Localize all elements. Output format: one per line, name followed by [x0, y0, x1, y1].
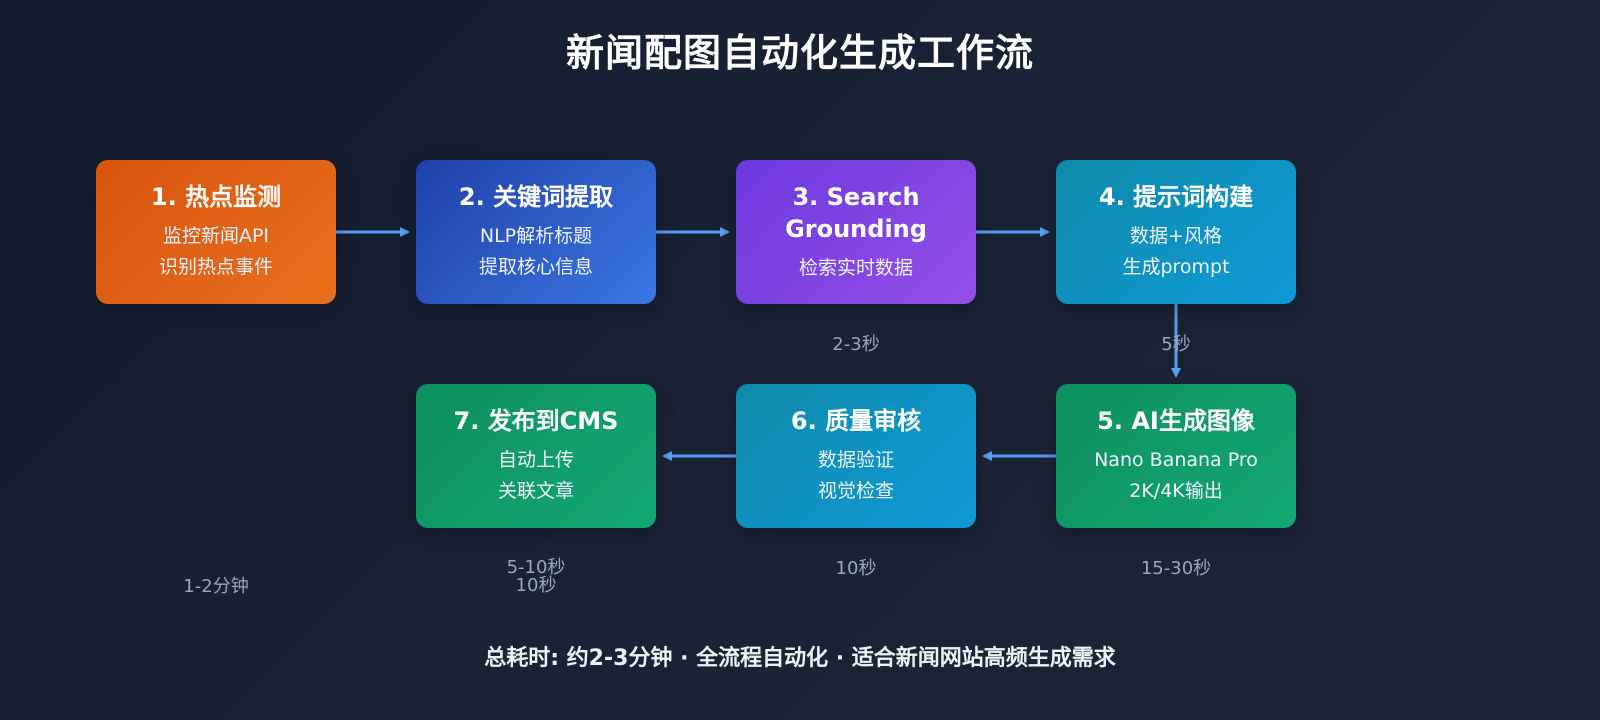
step-title: 7. 发布到CMS — [453, 407, 619, 435]
step-5-ai-image-generation: 5. AI生成图像 Nano Banana Pro 2K/4K输出 — [1056, 384, 1296, 528]
step-title: 4. 提示词构建 — [1098, 183, 1254, 211]
step-title: 5. AI生成图像 — [1097, 407, 1255, 435]
step-detail: 关联文章 — [497, 480, 574, 502]
step-7-duration: 5-10秒 10秒 — [506, 557, 566, 596]
step-6-quality-review: 6. 质量审核 数据验证 视觉检查 — [736, 384, 976, 528]
step-title: 2. 关键词提取 — [458, 183, 614, 211]
step-detail: 监控新闻API — [162, 225, 270, 247]
total-time-summary: 总耗时: 约2-3分钟 · 全流程自动化 · 适合新闻网站高频生成需求 — [484, 646, 1116, 671]
step-detail: 2K/4K输出 — [1129, 480, 1223, 502]
step-detail: 视觉检查 — [817, 480, 894, 502]
step-4-prompt-building: 4. 提示词构建 数据+风格 生成prompt — [1056, 160, 1296, 304]
step-2-keyword-extraction: 2. 关键词提取 NLP解析标题 提取核心信息 — [416, 160, 656, 304]
page-title: 新闻配图自动化生成工作流 — [565, 31, 1034, 75]
step-detail: 检索实时数据 — [798, 256, 913, 279]
step-detail: 自动上传 — [497, 449, 574, 471]
step-5-duration: 15-30秒 — [1140, 558, 1212, 579]
step-detail: 数据+风格 — [1130, 225, 1222, 247]
step-detail: 提取核心信息 — [478, 256, 593, 278]
step-6-duration: 10秒 — [835, 558, 877, 579]
step-4-duration: 5秒 — [1161, 334, 1191, 355]
step-3-search-grounding: 3. Search Grounding 检索实时数据 — [736, 160, 976, 304]
step-detail: Nano Banana Pro — [1094, 449, 1258, 471]
step-3-duration: 2-3秒 — [832, 334, 880, 355]
step-1-duration: 1-2分钟 — [183, 576, 249, 597]
step-detail: NLP解析标题 — [479, 225, 593, 247]
step-detail: 数据验证 — [817, 449, 894, 471]
step-title: 1. 热点监测 — [150, 183, 282, 211]
step-7-publish-to-cms: 7. 发布到CMS 自动上传 关联文章 — [416, 384, 656, 528]
step-1-hotspot-monitoring: 1. 热点监测 监控新闻API 识别热点事件 — [96, 160, 336, 304]
step-title: 3. Search Grounding — [785, 182, 927, 243]
step-detail: 识别热点事件 — [158, 256, 273, 278]
step-title: 6. 质量审核 — [790, 407, 922, 435]
step-detail: 生成prompt — [1122, 256, 1230, 278]
